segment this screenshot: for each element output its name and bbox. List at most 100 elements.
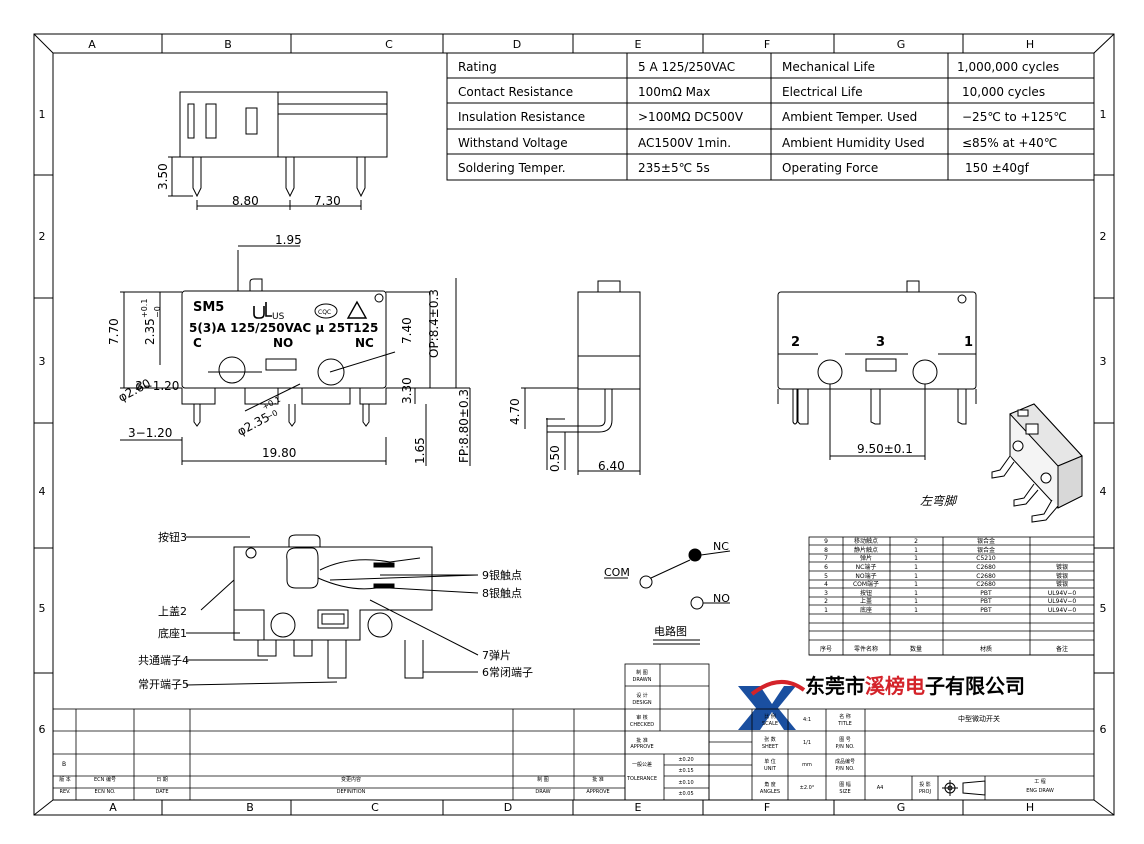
dim-0-50: 0.50 [548, 445, 562, 472]
dim-4-70: 4.70 [508, 398, 522, 425]
row-label-4-right: 4 [1100, 485, 1107, 498]
svg-text:P/N NO.: P/N NO. [835, 744, 855, 750]
col-label-g-bottom: G [897, 801, 906, 814]
marking-model: SM5 [193, 300, 224, 315]
col-label-f: F [764, 38, 770, 51]
svg-text:ENG DRAW: ENG DRAW [1026, 788, 1054, 794]
cqc-logo [314, 303, 338, 319]
svg-text:3: 3 [824, 590, 828, 597]
col-label-e-bottom: E [635, 801, 642, 814]
row-label-1-right: 1 [1100, 108, 1107, 121]
svg-text:比 例: 比 例 [764, 713, 776, 720]
svg-text:1: 1 [914, 573, 918, 580]
svg-text:UNIT: UNIT [764, 766, 777, 772]
col-label-c: C [385, 38, 393, 51]
svg-text:NC端子: NC端子 [856, 563, 877, 571]
dim-8-80: 8.80 [232, 194, 259, 208]
spec-param-1: Rating [458, 60, 497, 74]
label-button: 按钮3 [158, 530, 187, 544]
spec-value2-5: 150 ±40gf [965, 161, 1030, 175]
col-label-d-bottom: D [504, 801, 512, 814]
label-contact-9: 9银触点 [482, 568, 522, 582]
svg-text:±0.10: ±0.10 [678, 780, 693, 786]
svg-text:1: 1 [914, 564, 918, 571]
spec-value-5: 235±5℃ 5s [638, 161, 710, 175]
svg-text:单 位: 单 位 [764, 758, 776, 765]
svg-text:SHEET: SHEET [762, 744, 779, 750]
internal-view [185, 534, 479, 686]
top-view [168, 91, 388, 210]
row-label-5: 5 [39, 602, 46, 615]
svg-text:备注: 备注 [1056, 645, 1068, 653]
svg-text:DRAW: DRAW [535, 789, 550, 795]
side-view [521, 280, 641, 475]
spec-param2-3: Ambient Temper. Used [782, 110, 917, 124]
svg-text:批 准: 批 准 [636, 737, 648, 744]
front-view-marking: SM5 US CQC 5(3)A 125/250VAC μ 25T125 C N… [189, 300, 378, 350]
col-label-b-bottom: B [246, 801, 254, 814]
svg-text:数量: 数量 [910, 645, 922, 653]
logo-x-icon [738, 686, 796, 730]
dim-fp: FP:8.80±0.3 [457, 389, 471, 463]
spec-value-1: 5 A 125/250VAC [638, 60, 735, 74]
svg-text:A4: A4 [877, 785, 884, 791]
dim-3-30: 3.30 [400, 377, 414, 404]
spec-param2-2: Electrical Life [782, 85, 863, 99]
bom-table [808, 536, 1095, 656]
dim-19-80: 19.80 [262, 446, 296, 460]
svg-text:6: 6 [824, 564, 828, 571]
label-com-terminal: 共通端子4 [138, 654, 189, 667]
projection-symbol-icon [942, 780, 986, 796]
col-label-c-bottom: C [371, 801, 379, 814]
terminal-number-3: 3 [876, 335, 885, 350]
row-label-3: 3 [39, 355, 46, 368]
svg-text:日 期: 日 期 [156, 777, 168, 783]
warning-triangle-icon [346, 300, 368, 319]
svg-text:1: 1 [914, 598, 918, 605]
svg-text:2: 2 [914, 538, 918, 545]
outer-frame [33, 33, 1115, 816]
col-label-g: G [897, 38, 906, 51]
row-label-2: 2 [39, 230, 46, 243]
logo-swoosh-icon [750, 680, 806, 696]
row-label-2-right: 2 [1100, 230, 1107, 243]
svg-text:TITLE: TITLE [837, 721, 852, 727]
svg-text:镀银: 镀银 [1056, 580, 1068, 588]
spec-param2-1: Mechanical Life [782, 60, 875, 74]
marking-ul-us: US [272, 312, 285, 322]
svg-text:8: 8 [824, 547, 828, 554]
svg-text:1: 1 [914, 590, 918, 597]
terminal-number-1: 1 [964, 335, 973, 350]
bent-pin-label: 左弯脚 [920, 494, 958, 508]
spec-param2-4: Ambient Humidity Used [782, 136, 925, 150]
row-label-4: 4 [39, 485, 46, 498]
svg-text:C2680: C2680 [976, 564, 996, 571]
row-label-3-right: 3 [1100, 355, 1107, 368]
label-spring: 7弹片 [482, 648, 511, 662]
row-label-5-right: 5 [1100, 602, 1107, 615]
svg-text:设 计: 设 计 [636, 692, 648, 699]
svg-text:ECN 编号: ECN 编号 [94, 776, 116, 783]
svg-text:1: 1 [914, 547, 918, 554]
svg-text:REV.: REV. [60, 789, 71, 795]
label-cover: 上盖2 [158, 604, 187, 618]
svg-text:审 核: 审 核 [636, 714, 648, 721]
label-nc-terminal: 6常闭端子 [482, 666, 533, 679]
svg-text:制 图: 制 图 [537, 776, 549, 783]
col-label-a-bottom: A [109, 801, 117, 814]
svg-text:SCALE: SCALE [762, 721, 778, 727]
svg-text:±0.15: ±0.15 [678, 768, 693, 774]
svg-text:DEFINITION: DEFINITION [337, 789, 366, 795]
dim-2-35: 2.35 [143, 318, 157, 345]
col-label-a: A [88, 38, 96, 51]
dim-3-1-20: 3−1.20 [128, 426, 172, 440]
col-label-h-bottom: H [1026, 801, 1034, 814]
svg-text:9: 9 [824, 538, 828, 545]
